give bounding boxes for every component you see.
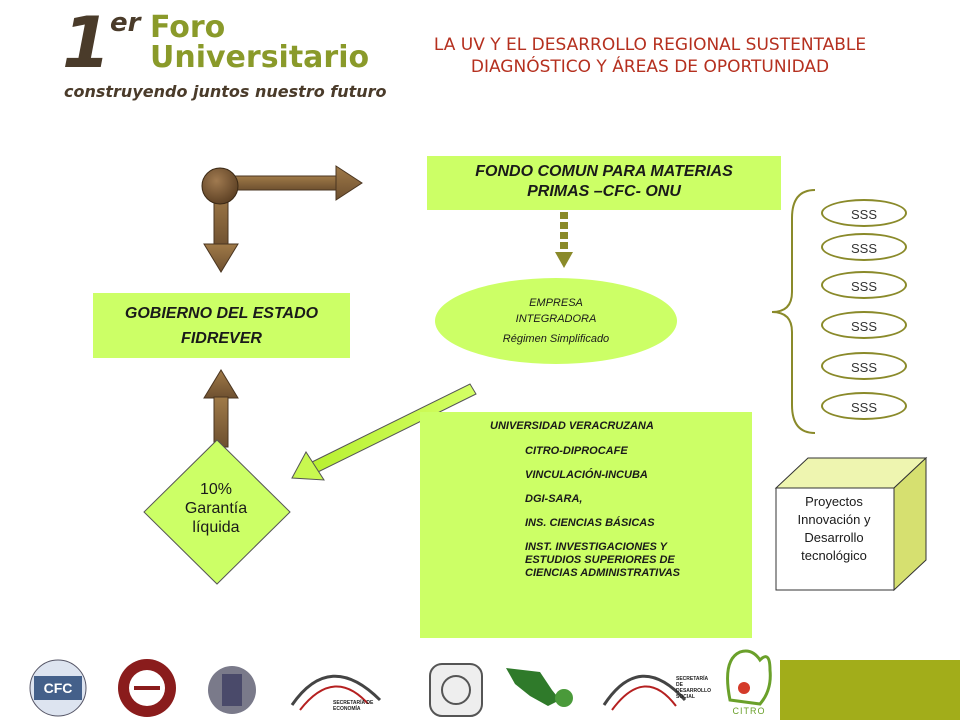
logo-superscript: er bbox=[110, 8, 141, 38]
logo-foro: Foro bbox=[150, 10, 226, 45]
green-diagonal-arrow bbox=[291, 383, 477, 481]
proyectos-line-3: Desarrollo bbox=[804, 530, 864, 545]
universidad-title: UNIVERSIDAD VERACRUZANA bbox=[490, 420, 654, 432]
page-title: LA UV Y EL DESARROLLO REGIONAL SUSTENTAB… bbox=[380, 34, 920, 78]
empresa-ellipse: EMPRESA INTEGRADORA Régimen Simplificado bbox=[435, 278, 677, 364]
sss-oval: SSS bbox=[821, 352, 907, 380]
title-line-2: DIAGNÓSTICO Y ÁREAS DE OPORTUNIDAD bbox=[470, 57, 830, 77]
empresa-line-1: EMPRESA bbox=[529, 297, 583, 309]
state-seal-logo bbox=[208, 666, 256, 714]
universidad-box: UNIVERSIDAD VERACRUZANA CITRO-DIPROCAFE … bbox=[420, 412, 752, 638]
garantia-line-3: líquida bbox=[192, 519, 240, 536]
gobierno-box: GOBIERNO DEL ESTADO FIDREVER bbox=[93, 293, 350, 358]
sedesol-logo bbox=[602, 674, 687, 711]
citro-logo bbox=[726, 649, 772, 706]
fondo-line-2: PRIMAS –CFC- ONU bbox=[527, 183, 681, 200]
uv-logo bbox=[118, 659, 176, 717]
footer-accent-box bbox=[780, 660, 960, 720]
sss-oval: SSS bbox=[821, 271, 907, 299]
sedesol-text: SECRETARÍA DE DESARROLLO SOCIAL bbox=[676, 676, 711, 700]
logo-tagline: construyendo juntos nuestro futuro bbox=[64, 82, 387, 101]
sss-oval: SSS bbox=[821, 392, 907, 420]
gobierno-line-2: FIDREVER bbox=[181, 330, 262, 347]
proyectos-line-2: Innovación y bbox=[797, 512, 871, 527]
garantia-text: 10% Garantía líquida bbox=[176, 480, 256, 537]
garantia-diamond bbox=[143, 439, 291, 585]
proyectos-line-1: Proyectos bbox=[805, 494, 863, 509]
universidad-item: CITRO-DIPROCAFE bbox=[525, 445, 628, 457]
citro-text: CITRO bbox=[732, 706, 766, 716]
sss-oval: SSS bbox=[821, 311, 907, 339]
fondo-comun-box: FONDO COMUN PARA MATERIAS PRIMAS –CFC- O… bbox=[427, 156, 781, 210]
sss-oval: SSS bbox=[821, 233, 907, 261]
universidad-item: VINCULACIÓN-INCUBA bbox=[525, 469, 648, 481]
proyectos-line-4: tecnológico bbox=[801, 548, 867, 563]
secretaria-economia-text: SECRETARÍA DE ECONOMÍA bbox=[333, 700, 374, 712]
empresa-line-3: Régimen Simplificado bbox=[502, 333, 610, 345]
universidad-item: INST. INVESTIGACIONES Y ESTUDIOS SUPERIO… bbox=[525, 541, 681, 579]
logo-number: 1 bbox=[62, 2, 111, 84]
university-seal-logo bbox=[429, 663, 483, 717]
dotted-arrow bbox=[555, 212, 573, 268]
proyectos-cube bbox=[774, 456, 928, 592]
cfc-logo-text: CFC bbox=[43, 680, 73, 696]
garantia-line-2: Garantía bbox=[184, 500, 248, 517]
curly-brace bbox=[771, 189, 816, 434]
elbow-arrow bbox=[201, 165, 363, 273]
cfc-logo bbox=[29, 659, 87, 717]
proyectos-text: Proyectos Innovación y Desarrollo tecnol… bbox=[776, 493, 892, 565]
up-arrow bbox=[203, 369, 239, 448]
secretaria-economia-logo bbox=[290, 674, 382, 716]
sss-oval: SSS bbox=[821, 199, 907, 227]
fondo-line-1: FONDO COMUN PARA MATERIAS bbox=[475, 163, 733, 180]
universidad-item: DGI-SARA, bbox=[525, 493, 583, 505]
gobierno-line-1: GOBIERNO DEL ESTADO bbox=[124, 305, 319, 322]
empresa-line-2: INTEGRADORA bbox=[515, 313, 597, 325]
mexico-map-logo bbox=[506, 668, 573, 707]
logo-universitario: Universitario bbox=[150, 40, 370, 75]
garantia-line-1: 10% bbox=[199, 481, 233, 498]
title-line-1: LA UV Y EL DESARROLLO REGIONAL SUSTENTAB… bbox=[433, 35, 867, 55]
universidad-item: INS. CIENCIAS BÁSICAS bbox=[525, 517, 655, 529]
